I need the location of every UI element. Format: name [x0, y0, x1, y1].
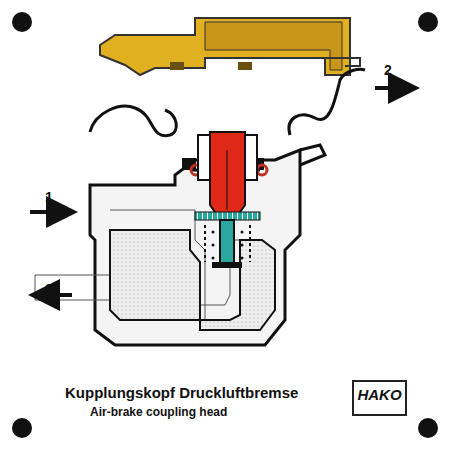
callout-number: 2 — [384, 62, 392, 78]
corner-holes — [12, 12, 438, 438]
upper-coupling-head — [100, 18, 360, 75]
flow-arrows — [30, 88, 412, 295]
valve-body — [35, 145, 325, 345]
callout-number: 2 — [45, 281, 53, 297]
title: Kupplungskopf Druckluftbremse — [65, 384, 298, 401]
caption: Air-brake coupling head — [90, 405, 227, 419]
valve-stem — [195, 212, 260, 268]
logo-text: HAKO — [357, 386, 402, 403]
valve-piston — [182, 132, 267, 215]
hooks — [90, 69, 365, 135]
logo-box: HAKO — [352, 380, 407, 416]
callout-number: 1 — [45, 189, 53, 205]
